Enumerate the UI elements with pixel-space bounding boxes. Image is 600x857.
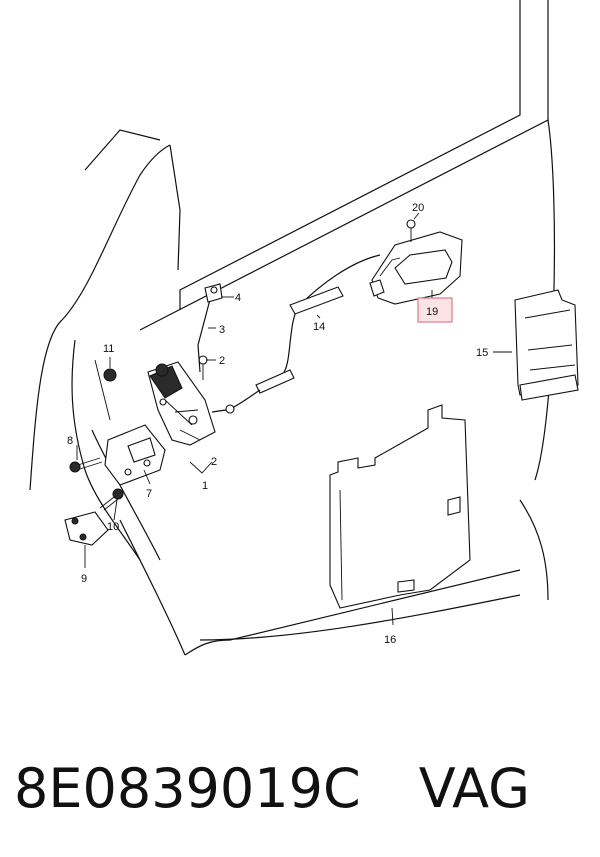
callout-8: 8 <box>67 435 73 447</box>
part-number: 8E0839019C <box>14 756 361 820</box>
callout-1: 1 <box>202 480 208 492</box>
screw-20 <box>406 219 416 242</box>
bolt-8 <box>69 457 103 473</box>
bolt-10 <box>99 488 124 511</box>
part-caption: 8E0839019C VAG <box>14 748 594 828</box>
trim-cover-panel <box>329 404 471 609</box>
callout-2-lower: 2 <box>211 456 217 468</box>
release-cable <box>211 254 381 414</box>
door-check-bracket <box>64 511 109 546</box>
callout-labels: 1 2 2 3 4 7 8 9 10 11 14 15 16 19 20 <box>67 202 488 646</box>
callout-15: 15 <box>476 347 488 359</box>
callout-10: 10 <box>107 521 119 533</box>
callout-11: 11 <box>103 343 114 355</box>
callout-4: 4 <box>235 292 241 304</box>
callout-7: 7 <box>146 488 152 500</box>
callout-2-upper: 2 <box>219 355 225 367</box>
operating-rod <box>197 283 223 373</box>
exploded-parts-diagram: 1 2 2 3 4 7 8 9 10 11 14 15 16 19 20 <box>29 0 579 656</box>
callout-14: 14 <box>313 321 325 333</box>
callout-19-highlight <box>417 297 453 323</box>
handle-bracket <box>514 289 579 401</box>
callout-20: 20 <box>412 202 424 214</box>
bolt-11 <box>103 368 117 382</box>
callout-9: 9 <box>81 573 87 585</box>
callout-3: 3 <box>219 324 225 336</box>
door-lock-mechanism <box>147 361 216 446</box>
leader-lines <box>76 212 512 626</box>
striker-plate <box>104 424 166 486</box>
callout-19: 19 <box>426 306 438 318</box>
door-body-outline <box>29 0 556 656</box>
callout-16: 16 <box>384 634 396 646</box>
interior-door-handle <box>369 231 463 305</box>
brand-name: VAG <box>418 756 531 820</box>
